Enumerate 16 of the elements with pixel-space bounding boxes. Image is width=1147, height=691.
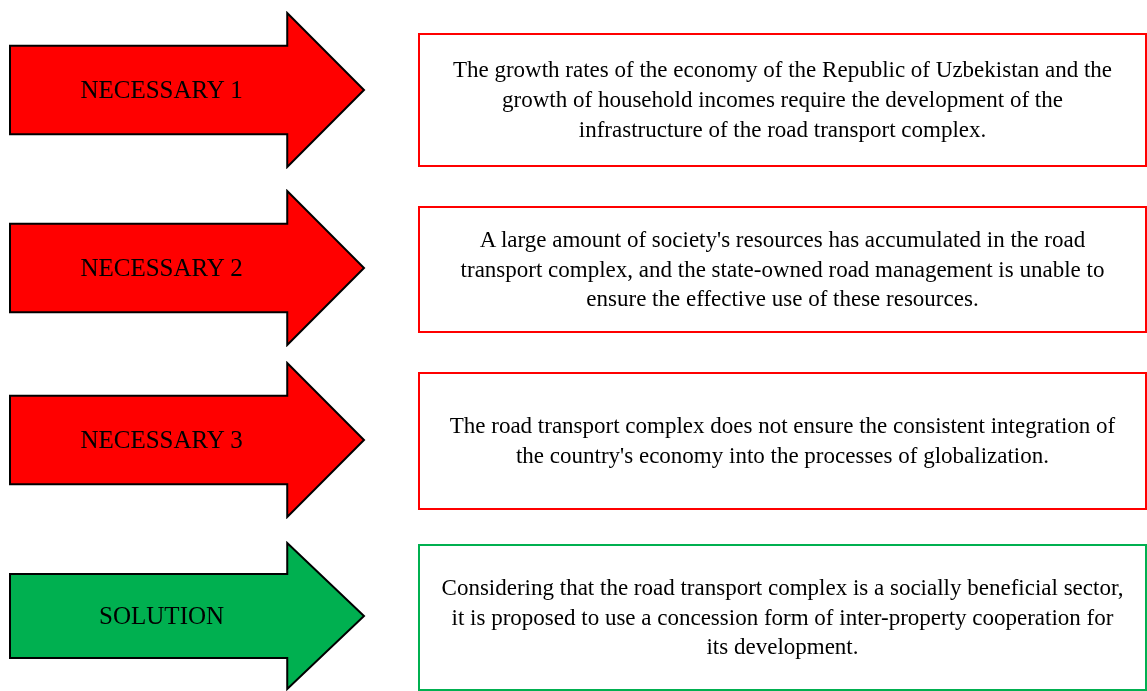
pointer-banner xyxy=(8,541,366,691)
box-text: The road transport complex does not ensure the consistent integration of the country's economy into the processes of globalization. xyxy=(448,412,1117,470)
text-box xyxy=(418,544,1147,691)
text-box xyxy=(418,206,1147,333)
arrow-label: NECESSARY 1 xyxy=(80,76,243,104)
arrow-label: NECESSARY 2 xyxy=(80,254,243,282)
box-text: The growth rates of the economy of the Republic of Uzbekistan and the growth of household incomes require the development of the infrastructure of the road transport complex. xyxy=(451,56,1114,144)
pointer-banner xyxy=(8,189,366,347)
arrow-label: NECESSARY 3 xyxy=(80,426,243,454)
arrow-label: SOLUTION xyxy=(99,602,225,630)
pointer-banner xyxy=(8,361,366,519)
text-box xyxy=(418,33,1147,167)
text-box xyxy=(418,372,1147,510)
pointer-banner xyxy=(8,11,366,169)
box-text: A large amount of society's resources has accumulated in the road transport complex, and the state-owned road management is unable to ensure the effective use of these resources. xyxy=(459,225,1106,314)
box-text: Considering that the road transport complex is a socially beneficial sector, it is proposed to use a concession form of inter-property cooperation for its development. xyxy=(440,573,1125,662)
